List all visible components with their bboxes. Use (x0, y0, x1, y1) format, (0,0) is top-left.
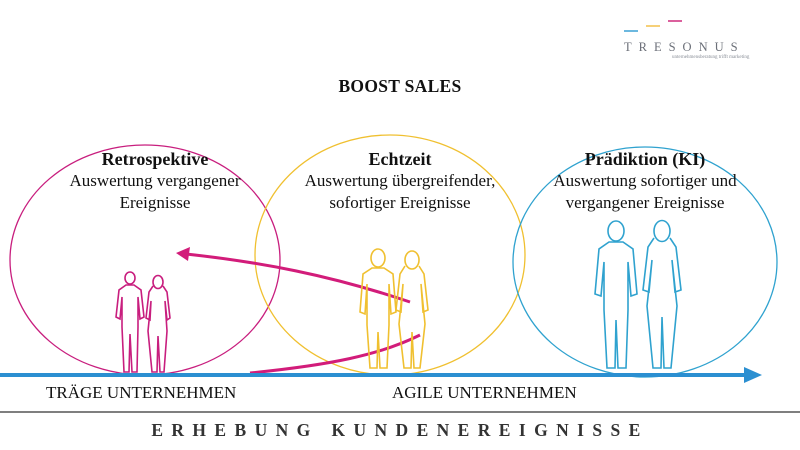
logo-name: TRESONUS (624, 40, 745, 54)
realtime-text: Echtzeit Auswertung übergreifender, sofo… (275, 148, 525, 214)
logo-tagline: unternehmensberatung trifft marketing (672, 55, 750, 60)
people-group-retrospective (115, 271, 171, 373)
retrospective-line1: Auswertung vergangener (69, 171, 241, 190)
axis-arrow-head (744, 367, 762, 383)
logo-mark (624, 20, 682, 32)
prediction-line2: vergangener Ereignisse (565, 193, 725, 212)
people-group-prediction (594, 219, 682, 369)
retrospective-line2: Ereignisse (119, 193, 191, 212)
retrospective-text: Retrospektive Auswertung vergangener Ere… (30, 148, 280, 214)
realtime-line1: Auswertung übergreifender, (304, 171, 496, 190)
footer-caption: ERHEBUNG KUNDENEREIGNISSE (151, 420, 649, 440)
retrospective-heading: Retrospektive (101, 149, 209, 169)
rising-curve (249, 333, 421, 375)
realtime-line2: sofortiger Ereignisse (329, 193, 471, 212)
prediction-text: Prädiktion (KI) Auswertung sofortiger un… (520, 148, 770, 214)
page-title: BOOST SALES (338, 76, 462, 96)
realtime-heading: Echtzeit (368, 149, 432, 169)
axis-right-label: AGILE UNTERNEHMEN (392, 383, 577, 402)
backward-arrow-head (176, 247, 190, 261)
axis-left-label: TRÄGE UNTERNEHMEN (46, 383, 237, 402)
prediction-line1: Auswertung sofortiger und (553, 171, 737, 190)
people-group-realtime (359, 248, 429, 369)
prediction-heading: Prädiktion (KI) (584, 149, 706, 169)
backward-arrow (185, 252, 411, 304)
